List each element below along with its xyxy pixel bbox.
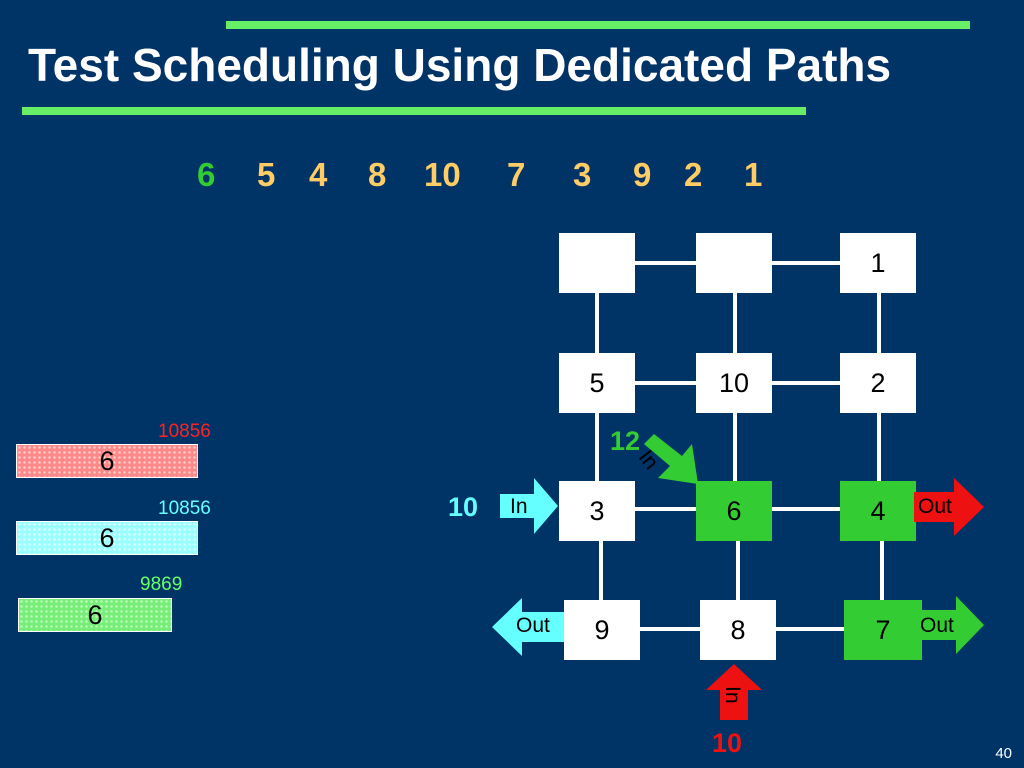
out-arrow-label: Out xyxy=(920,614,954,637)
mesh-node xyxy=(559,233,635,293)
schedule-bar: 6 xyxy=(16,521,198,555)
bar-label: 6 xyxy=(87,599,103,630)
mesh-link xyxy=(733,410,737,482)
out-arrow-label: Out xyxy=(516,614,550,637)
sequence-item: 6 xyxy=(197,156,216,193)
mesh-link xyxy=(634,507,696,511)
mesh-node-active: 4 xyxy=(840,481,916,541)
node-label: 9 xyxy=(594,614,610,645)
bar-label: 6 xyxy=(99,522,115,553)
mesh-link xyxy=(640,627,702,631)
node-label: 6 xyxy=(726,495,742,526)
sequence-item: 1 xyxy=(744,156,763,193)
mesh-link xyxy=(772,261,840,265)
node-label: 4 xyxy=(870,495,886,526)
node-label: 5 xyxy=(589,367,605,398)
in-arrow-label: In xyxy=(721,686,744,704)
in-arrow-left-icon xyxy=(500,478,558,534)
mesh-link xyxy=(776,627,844,631)
mesh-node-active: 6 xyxy=(696,481,772,541)
sequence-item: 3 xyxy=(573,156,592,193)
page-number: 40 xyxy=(995,745,1012,762)
out-arrow-right-icon xyxy=(914,478,984,536)
out-arrow-left-icon xyxy=(492,598,564,656)
node-label: 10 xyxy=(718,367,750,398)
sequence-item: 7 xyxy=(507,156,526,193)
mesh-link xyxy=(877,410,881,482)
in-arrow-bottom-icon xyxy=(706,664,762,720)
title-rule-bottom xyxy=(22,107,806,115)
mesh-link xyxy=(595,410,599,482)
node-label: 3 xyxy=(589,495,605,526)
mesh-node: 5 xyxy=(559,353,635,413)
bar-label: 6 xyxy=(99,445,115,476)
bottom-in-test-time: 10 xyxy=(712,728,743,758)
out-arrow-right-icon xyxy=(918,596,984,654)
sequence-item: 10 xyxy=(424,156,461,193)
diag-in-test-time: 12 xyxy=(610,426,641,456)
mesh-link xyxy=(877,292,881,354)
sequence-item: 2 xyxy=(684,156,703,193)
sequence-item: 5 xyxy=(257,156,276,193)
mesh-node: 3 xyxy=(559,481,635,541)
mesh-link xyxy=(733,292,737,354)
node-label: 8 xyxy=(730,614,746,645)
mesh-node: 8 xyxy=(700,600,776,660)
mesh-node: 9 xyxy=(564,600,640,660)
in-left-test-time: 10 xyxy=(448,492,479,522)
page-title: Test Scheduling Using Dedicated Paths xyxy=(28,39,892,91)
mesh-node: 10 xyxy=(696,353,772,413)
mesh-link xyxy=(880,539,884,601)
mesh-link xyxy=(736,539,740,601)
mesh-link xyxy=(599,539,603,601)
schedule-bar: 6 xyxy=(16,444,198,478)
node-label: 7 xyxy=(875,614,891,645)
out-arrow-label: Out xyxy=(918,495,952,518)
mesh-node: 1 xyxy=(840,233,916,293)
node-label: 1 xyxy=(870,247,886,278)
mesh-link xyxy=(595,292,599,354)
bar-value: 10856 xyxy=(158,498,211,519)
schedule-bar: 6 xyxy=(18,598,172,632)
mesh-node-active: 7 xyxy=(844,600,922,660)
in-arrow-diagonal-icon xyxy=(644,434,698,484)
sequence-item: 8 xyxy=(368,156,387,193)
mesh-link xyxy=(772,507,840,511)
mesh-node: 2 xyxy=(840,353,916,413)
mesh-link xyxy=(634,261,696,265)
sequence-item: 9 xyxy=(633,156,652,193)
title-rule-top xyxy=(226,21,970,29)
mesh-link xyxy=(634,381,696,385)
bar-value: 9869 xyxy=(140,574,183,595)
mesh-node xyxy=(696,233,772,293)
bar-value: 10856 xyxy=(158,421,211,442)
mesh-link xyxy=(772,381,840,385)
node-label: 2 xyxy=(870,367,886,398)
sequence-item: 4 xyxy=(309,156,328,193)
in-arrow-label: In xyxy=(510,495,528,518)
